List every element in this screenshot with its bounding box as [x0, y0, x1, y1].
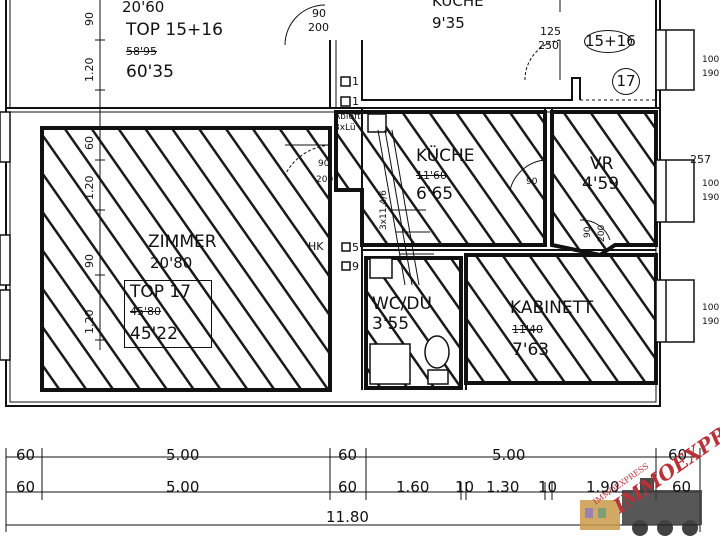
door-vr-den: 200 [597, 224, 607, 242]
top-unit-area: 60'35 [126, 62, 174, 82]
left-windows [0, 111, 11, 361]
right-dim-100-a: 100 [702, 55, 720, 65]
kabinett-area-old: 11'40 [512, 323, 544, 336]
dim-row1-3: 5.00 [492, 446, 526, 464]
room-kabinett [464, 253, 658, 385]
door-zimmer-den: 200 [316, 175, 334, 185]
kueche-area-old: 11'60 [416, 169, 448, 182]
right-dim-190-a: 190 [702, 69, 720, 79]
dim-row1-0: 60 [16, 446, 36, 464]
dim-row1-1: 5.00 [166, 446, 200, 464]
bottom-dimension-lines [5, 448, 701, 532]
vr-label: VR [590, 154, 614, 174]
watermark-logo [580, 478, 702, 536]
marker-5: 5 [352, 241, 359, 254]
circle-marker-15-16: 15+16 [584, 30, 636, 53]
left-dim-4: 90 [83, 254, 96, 268]
top-unit-area-old: 58'95 [126, 45, 158, 58]
stair-text: 3x11,4/6 [379, 190, 389, 230]
kabinett-area: 7'63 [512, 340, 550, 360]
inner-walls [361, 108, 656, 390]
door-vr-num: 90 [583, 226, 593, 238]
dim-row2-0: 60 [16, 478, 36, 496]
dim-row2-6: 10 [538, 478, 558, 496]
dim-total: 11.80 [326, 508, 369, 526]
door-kueche-label: 90 [526, 177, 538, 187]
vent-label: Abluft [334, 112, 361, 122]
zimmer-area: 20'80 [150, 254, 193, 272]
vr-area: 4'59 [582, 174, 620, 194]
right-dim-257: 257 [690, 153, 711, 166]
right-dim-190-b: 190 [702, 193, 720, 203]
wc-label: WC/DU [372, 294, 432, 314]
right-dim-190-c: 190 [702, 317, 720, 327]
dim-row2-7: 1.90 [586, 478, 620, 496]
dim-row2-8: 60 [672, 478, 692, 496]
top17-area: 45'22 [130, 324, 178, 344]
vent-label-2: 3xLü [334, 123, 356, 133]
top17-label: TOP 17 [130, 282, 192, 302]
dim-row2-4: 10 [455, 478, 475, 496]
zimmer-label: ZIMMER [148, 232, 217, 252]
left-dim-0: 90 [83, 12, 96, 26]
stair-lines [377, 129, 434, 286]
marker-1-a: 1 [352, 75, 359, 88]
dim-row1-2: 60 [338, 446, 358, 464]
top17-area-old: 45'80 [130, 305, 162, 318]
top-room-area: 20'60 [122, 0, 165, 16]
window-top-den: 250 [538, 39, 559, 52]
dim-row2-2: 60 [338, 478, 358, 496]
top17-box [124, 280, 212, 348]
dim-row2-3: 1.60 [396, 478, 430, 496]
bathroom-fixtures [369, 257, 450, 385]
window-top-num: 125 [540, 25, 561, 38]
opening-top: 90 [312, 7, 326, 20]
kueche-top-area: 9'35 [432, 14, 465, 32]
left-dim-1: 1.20 [83, 57, 96, 83]
opening-top-2: 200 [308, 21, 329, 34]
right-dim-100-c: 100 [702, 303, 720, 313]
hk-label: HK [308, 240, 324, 253]
hatched-rooms [40, 110, 658, 392]
dim-row2-1: 5.00 [166, 478, 200, 496]
right-dim-100-b: 100 [702, 179, 720, 189]
kueche-area: 6'65 [416, 184, 454, 204]
shaft-markers [340, 76, 387, 271]
room-zimmer [40, 126, 332, 392]
door-zimmer-num: 90 [318, 159, 330, 169]
dim-row1-4: 60 [668, 446, 688, 464]
upper-walls [361, 0, 656, 101]
right-windows [655, 29, 695, 343]
dim-row2-5: 1.30 [486, 478, 520, 496]
kueche-top-label: KÜCHE [432, 0, 484, 10]
circle-marker-17: 17 [612, 68, 640, 95]
left-dim-3: 1.20 [83, 175, 96, 201]
left-dim-5: 1.20 [83, 309, 96, 335]
left-dim-2: 60 [83, 136, 96, 150]
kabinett-label: KABINETT [510, 298, 594, 318]
marker-1-b: 1 [352, 95, 359, 108]
left-dimension-line [95, 0, 105, 350]
wc-area: 3'55 [372, 314, 410, 334]
top-unit-label: TOP 15+16 [126, 20, 223, 40]
kueche-label: KÜCHE [416, 146, 475, 166]
marker-9: 9 [352, 260, 359, 273]
door-swings [284, 4, 611, 241]
